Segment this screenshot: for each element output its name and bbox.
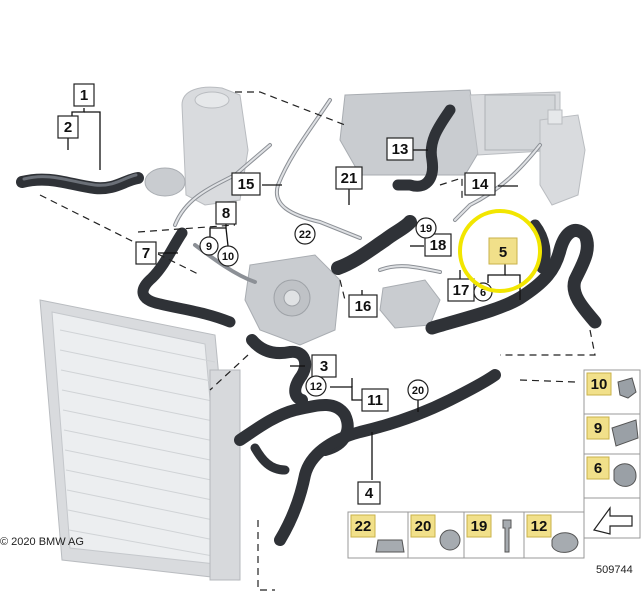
svg-text:11: 11 <box>367 392 383 409</box>
expansion-tank-right <box>539 109 586 206</box>
callout-22[interactable]: 22 <box>294 223 316 245</box>
callout-13[interactable]: 13 <box>386 137 414 161</box>
callout-19[interactable]: 19 <box>415 217 437 239</box>
svg-text:10: 10 <box>222 251 234 263</box>
svg-text:6: 6 <box>480 287 486 299</box>
callout-9[interactable]: 9 <box>199 236 219 256</box>
callout-21[interactable]: 21 <box>335 166 363 190</box>
legend-arrow <box>583 497 641 539</box>
legend-item-20[interactable]: 20 <box>407 511 465 559</box>
svg-text:13: 13 <box>392 141 409 158</box>
callout-8[interactable]: 8 <box>215 201 237 225</box>
svg-text:6: 6 <box>594 460 602 477</box>
callout-3[interactable]: 3 <box>311 354 337 378</box>
svg-text:22: 22 <box>299 229 311 241</box>
svg-text:1: 1 <box>80 87 88 104</box>
aux-pump <box>144 167 186 197</box>
svg-text:22: 22 <box>355 518 372 535</box>
callout-4[interactable]: 4 <box>357 481 381 505</box>
svg-text:3: 3 <box>320 358 328 375</box>
callout-7[interactable]: 7 <box>135 241 157 265</box>
radiator <box>39 299 241 581</box>
hose-clip-icon <box>375 539 405 553</box>
svg-text:8: 8 <box>222 205 230 222</box>
svg-text:10: 10 <box>591 376 608 393</box>
callout-14[interactable]: 14 <box>464 172 496 196</box>
spring-clamp-icon <box>551 532 579 553</box>
highlight-callout-5[interactable]: 5 <box>458 209 542 293</box>
svg-text:9: 9 <box>594 420 602 437</box>
hoses <box>16 104 602 546</box>
svg-text:19: 19 <box>471 518 488 535</box>
svg-text:20: 20 <box>415 518 432 535</box>
callout-20[interactable]: 20 <box>407 379 429 401</box>
legend-item-6[interactable]: 6 <box>583 453 641 499</box>
callout-12[interactable]: 12 <box>305 375 327 397</box>
legend-bottom: 22 20 19 12 <box>347 511 585 559</box>
bolt-icon <box>502 519 512 553</box>
highlight-ring <box>458 209 542 293</box>
legend-item-19[interactable]: 19 <box>463 511 525 559</box>
svg-text:14: 14 <box>472 176 489 193</box>
thermostat-housing <box>379 279 441 329</box>
callout-1[interactable]: 1 <box>73 83 95 107</box>
svg-text:17: 17 <box>453 282 470 299</box>
bracket-icon <box>611 419 639 447</box>
legend-item-12[interactable]: 12 <box>523 511 585 559</box>
callout-10[interactable]: 10 <box>217 245 239 267</box>
svg-text:18: 18 <box>430 237 447 254</box>
svg-text:7: 7 <box>142 245 150 262</box>
svg-text:16: 16 <box>355 298 372 315</box>
arrow-icon <box>592 506 633 535</box>
callout-15[interactable]: 15 <box>231 172 261 196</box>
background-components <box>39 86 586 581</box>
grommet-icon <box>439 529 461 551</box>
copyright-text: © 2020 BMW AG <box>0 536 84 548</box>
svg-text:4: 4 <box>365 485 374 502</box>
pump-housing <box>244 254 341 346</box>
svg-text:20: 20 <box>412 385 424 397</box>
svg-text:21: 21 <box>341 170 358 187</box>
svg-text:12: 12 <box>310 381 322 393</box>
callout-18[interactable]: 18 <box>424 233 452 257</box>
legend-item-10[interactable]: 10 <box>583 369 641 415</box>
legend-item-22[interactable]: 22 <box>347 511 409 559</box>
callout-16[interactable]: 16 <box>348 294 378 318</box>
callout-11[interactable]: 11 <box>361 388 389 412</box>
leader-lines <box>67 108 521 480</box>
callout-2[interactable]: 2 <box>57 115 79 139</box>
svg-text:12: 12 <box>531 518 548 535</box>
callouts-plain: 1 2 7 8 15 21 13 14 <box>57 83 496 505</box>
footer: © 2020 BMW AG 509744 <box>0 536 633 576</box>
svg-text:2: 2 <box>64 119 72 136</box>
clamp-icon <box>613 463 637 487</box>
clip-icon <box>617 377 637 399</box>
svg-text:19: 19 <box>420 223 432 235</box>
svg-text:5: 5 <box>499 244 507 261</box>
diagram-number: 509744 <box>596 564 633 576</box>
svg-text:9: 9 <box>206 241 212 253</box>
legend-item-9[interactable]: 9 <box>583 413 641 455</box>
callout-17[interactable]: 17 <box>447 278 475 302</box>
svg-text:15: 15 <box>238 176 255 193</box>
legend-side: 10 9 6 <box>583 369 641 539</box>
dashed-guides <box>39 91 596 591</box>
